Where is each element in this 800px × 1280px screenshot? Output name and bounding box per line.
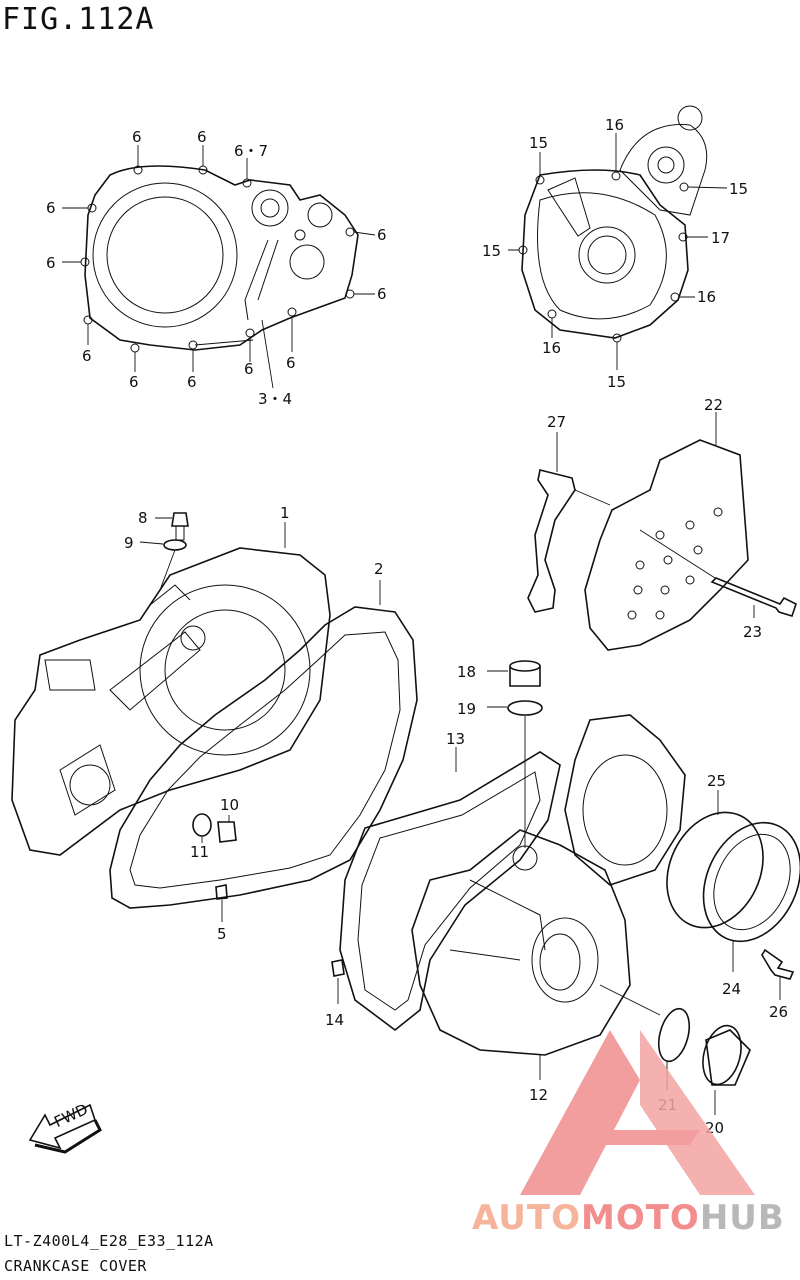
o-ring-part-11: 11 <box>190 813 212 861</box>
callout-1: 1 <box>280 504 290 522</box>
watermark-text: AUTOMOTOHUB <box>472 1198 785 1238</box>
callout-11: 11 <box>190 843 209 861</box>
callout-18: 18 <box>457 663 476 681</box>
bracket-part-27: 27 <box>527 413 611 613</box>
dowel-pin-part-5: 5 <box>215 884 228 943</box>
callout-6: 6 <box>244 360 254 378</box>
callout-24: 24 <box>722 980 741 998</box>
gasket-part-2: 2 <box>109 560 418 909</box>
callout-5: 5 <box>217 925 227 943</box>
callout-27: 27 <box>547 413 566 431</box>
callout-22: 22 <box>704 396 723 414</box>
fwd-arrow-icon: FWD <box>28 1100 102 1154</box>
callout-13: 13 <box>446 730 465 748</box>
callout-16: 16 <box>542 339 561 357</box>
gasket-part-19: 19 <box>457 700 543 848</box>
footer-code: LT-Z400L4_E28_E33_112A <box>4 1232 214 1250</box>
callout-16: 16 <box>697 288 716 306</box>
guard-vent-holes <box>627 507 723 620</box>
callout-19: 19 <box>457 700 476 718</box>
callout-6: 6 <box>82 347 92 365</box>
magneto-cover-bolt-view: 15 16 15 15 17 16 16 15 <box>482 105 748 391</box>
washer-part-9: 9 <box>124 534 187 591</box>
callout-6-7: 6・7 <box>234 142 268 160</box>
watermark-logo-icon <box>520 1030 755 1195</box>
callout-12: 12 <box>529 1086 548 1104</box>
clutch-cover-part-1: 1 <box>11 504 331 856</box>
callout-2: 2 <box>374 560 384 578</box>
watermark-hub: HUB <box>699 1198 785 1238</box>
callout-15: 15 <box>607 373 626 391</box>
clutch-cover-bolt-view: 6 6 6・7 6 6 6 6 6 6 6 6 6 3・4 <box>46 128 387 408</box>
callout-6: 6 <box>286 354 296 372</box>
callout-3-4: 3・4 <box>258 390 292 408</box>
callout-6: 6 <box>377 285 387 303</box>
cap-part-20: 20 <box>702 1024 751 1137</box>
callout-6: 6 <box>129 373 139 391</box>
bolt-part-26: 26 <box>761 948 795 1021</box>
callout-8: 8 <box>138 509 148 527</box>
plug-part-18: 18 <box>457 660 541 687</box>
plug-part-10: 10 <box>217 796 239 843</box>
callout-14: 14 <box>325 1011 344 1029</box>
watermark-auto: AUTO <box>472 1198 581 1238</box>
callout-6: 6 <box>197 128 207 146</box>
callout-15: 15 <box>529 134 548 152</box>
callout-6: 6 <box>46 199 56 217</box>
figure-title: FIG.112A <box>2 2 155 37</box>
callout-15: 15 <box>729 180 748 198</box>
callout-15: 15 <box>482 242 501 260</box>
watermark-moto: MOTO <box>580 1198 700 1238</box>
callout-9: 9 <box>124 534 134 552</box>
callout-10: 10 <box>220 796 239 814</box>
guard-part-22: 22 <box>584 396 749 651</box>
cover-part-24: 24 <box>702 821 800 998</box>
callout-25: 25 <box>707 772 726 790</box>
dowel-pin-part-14: 14 <box>325 959 345 1029</box>
bolt-holes <box>80 165 355 353</box>
footer-name: CRANKCASE COVER <box>4 1257 147 1275</box>
bolt-part-23: 23 <box>639 529 797 641</box>
bolt-part-8: 8 <box>138 509 189 541</box>
callout-6: 6 <box>132 128 142 146</box>
magneto-cover-part-12: 12 <box>411 714 686 1104</box>
gasket-part-25: 25 <box>666 772 764 929</box>
gasket-part-13: 13 <box>339 730 561 1032</box>
callout-17: 17 <box>711 229 730 247</box>
callout-6: 6 <box>187 373 197 391</box>
callout-23: 23 <box>743 623 762 641</box>
callout-6: 6 <box>377 226 387 244</box>
callout-16: 16 <box>605 116 624 134</box>
callout-6: 6 <box>46 254 56 272</box>
callout-26: 26 <box>769 1003 788 1021</box>
